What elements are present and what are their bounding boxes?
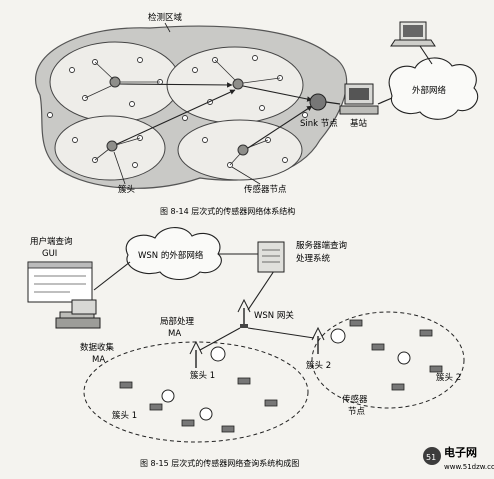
gateway-label: WSN 网关 bbox=[254, 310, 294, 321]
laptop-network-link bbox=[419, 45, 433, 65]
sensor-devices bbox=[119, 319, 443, 433]
user-gui-title-line2: GUI bbox=[42, 249, 57, 259]
svg-text:51: 51 bbox=[426, 453, 436, 462]
sensor-node bbox=[129, 101, 135, 107]
sensor-device bbox=[429, 365, 443, 373]
figure-8-15: 用户端查询 GUI WSN 的外部网络 服务器端查询 处理系统 bbox=[27, 227, 465, 468]
cluster-head-1-icon bbox=[189, 340, 203, 368]
caption-8-14: 图 8-14 层次式的传感器网络体系结构 bbox=[160, 206, 295, 216]
sensor-node bbox=[202, 137, 208, 143]
local-proc-line2: MA bbox=[168, 329, 181, 339]
sensor-device bbox=[264, 399, 278, 407]
sensor-device bbox=[149, 403, 163, 411]
sensor-device bbox=[221, 425, 235, 433]
sensor-node bbox=[282, 157, 288, 163]
sensor-device bbox=[237, 377, 251, 385]
region-pointer bbox=[164, 22, 171, 33]
caption-8-15: 图 8-15 层次式的传感器网络查询系统构成图 bbox=[140, 458, 299, 468]
sensor-node-pointer bbox=[231, 166, 261, 185]
sensor-node bbox=[182, 115, 188, 121]
sensor-node bbox=[47, 112, 53, 118]
watermark-logo: 51 电子网 www.51dzw.com bbox=[423, 445, 494, 471]
local-proc-line1: 局部处理 bbox=[160, 316, 195, 327]
agent-face bbox=[330, 328, 346, 344]
sensor-node bbox=[302, 112, 308, 118]
data-collect-line1: 数据收集 bbox=[80, 342, 115, 353]
base-label: 基站 bbox=[350, 118, 368, 129]
sensor-device bbox=[371, 343, 385, 351]
cluster-head bbox=[232, 78, 244, 90]
mobile-agent-icons bbox=[161, 328, 411, 421]
sensor-device bbox=[349, 319, 363, 327]
gateway-ch2-link bbox=[247, 327, 315, 339]
base-station-computer bbox=[339, 83, 379, 115]
sensor-node bbox=[192, 67, 198, 73]
external-network-cloud bbox=[388, 57, 479, 120]
user-gui-window bbox=[27, 261, 93, 303]
watermark-brand: 电子网 bbox=[444, 445, 477, 459]
user-computer-icon bbox=[55, 299, 101, 329]
gateway-ch1-link bbox=[199, 327, 241, 351]
cluster-head bbox=[106, 140, 118, 152]
gateway-antenna-icon bbox=[237, 298, 251, 328]
sensor-device bbox=[391, 383, 405, 391]
server-label-line2: 处理系统 bbox=[296, 253, 331, 264]
sensor-node bbox=[137, 57, 143, 63]
sensor-node bbox=[132, 162, 138, 168]
watermark-url: www.51dzw.com bbox=[444, 463, 494, 471]
ch2-label: 簇头 2 bbox=[306, 360, 331, 371]
cluster-to-sink-paths bbox=[116, 82, 313, 149]
region-label: 检测区域 bbox=[148, 12, 183, 23]
sensor-device bbox=[119, 381, 133, 389]
sink-label: Sink 节点 bbox=[300, 119, 338, 129]
sensor-node-label-line2: 节点 bbox=[348, 407, 366, 417]
cluster-head-pointer bbox=[113, 151, 126, 185]
cluster-head-label: 簇头 bbox=[118, 184, 136, 195]
base-network-link bbox=[377, 97, 393, 105]
cluster-head-2-icon bbox=[311, 326, 325, 354]
figure-8-14: Sink 节点 基站 外部网络 检测区域 簇头 传感器节点 图 8-14 层次式… bbox=[35, 12, 479, 216]
cluster1-label: 簇头 1 bbox=[112, 410, 137, 421]
cluster-head bbox=[237, 144, 249, 156]
external-network-label: 外部网络 bbox=[412, 85, 447, 96]
ch1-label: 簇头 1 bbox=[190, 370, 215, 381]
laptop-icon bbox=[390, 21, 436, 47]
cluster-region-2 bbox=[311, 311, 465, 409]
data-collect-line2: MA bbox=[92, 355, 105, 365]
sensor-node bbox=[72, 137, 78, 143]
agent-face bbox=[210, 346, 226, 362]
agent-face bbox=[199, 407, 213, 421]
sensor-device bbox=[181, 419, 195, 427]
user-gui-title-line1: 用户端查询 bbox=[30, 236, 73, 247]
wsn-links bbox=[93, 253, 277, 311]
agent-face bbox=[161, 389, 175, 403]
sensor-node bbox=[259, 105, 265, 111]
sensor-device bbox=[419, 329, 433, 337]
sensor-node-label: 传感器节点 bbox=[244, 184, 287, 195]
sensor-node bbox=[252, 55, 258, 61]
sink-base-link bbox=[325, 101, 341, 105]
server-icon bbox=[257, 241, 285, 273]
cluster2-label: 簇头 2 bbox=[436, 372, 461, 383]
server-label-line1: 服务器端查询 bbox=[296, 240, 347, 251]
agent-face bbox=[397, 351, 411, 365]
cluster-heads bbox=[106, 76, 249, 156]
sensor-node bbox=[69, 67, 75, 73]
sink-node bbox=[309, 93, 327, 111]
wsn-cloud-label: WSN 的外部网络 bbox=[138, 250, 204, 261]
sensor-node-label-line1: 传感器 bbox=[342, 394, 368, 405]
cluster-head bbox=[109, 76, 121, 88]
